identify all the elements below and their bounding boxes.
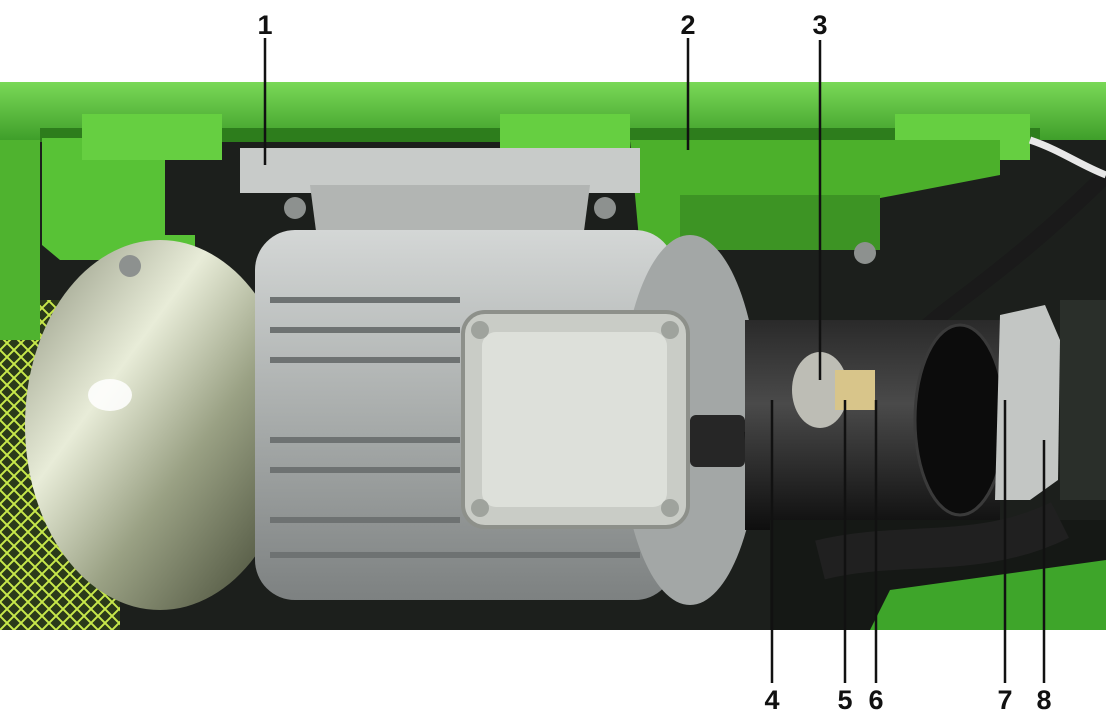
reflection (88, 379, 132, 411)
callout-1: 1 (257, 10, 273, 40)
callout-6: 6 (868, 685, 884, 715)
cable-gland (690, 415, 745, 467)
callout-4: 4 (764, 685, 780, 715)
white-wire (1028, 136, 1106, 179)
bolt (854, 242, 876, 264)
left-bracket (42, 138, 195, 260)
motor-end-cover (25, 240, 295, 610)
callout-7: 7 (997, 685, 1013, 715)
callout-8: 8 (1036, 685, 1052, 715)
leader-lines (263, 38, 1046, 683)
hose (815, 501, 1069, 580)
cooling-fins (270, 297, 640, 558)
bolt (119, 255, 141, 277)
pump-rear (1060, 300, 1106, 500)
bell-housing-ring (913, 323, 1007, 517)
callout-2: 2 (680, 10, 696, 40)
terminal-box-lid (482, 332, 667, 507)
callout-5: 5 (837, 685, 853, 715)
coupling-spider (835, 370, 875, 410)
green-floor (870, 560, 1106, 630)
bolt (594, 197, 616, 219)
bolt (284, 197, 306, 219)
bracket-lower (680, 195, 880, 250)
left-green-panel (0, 140, 40, 340)
callout-3: 3 (812, 10, 828, 40)
left-clip (82, 114, 222, 160)
coupling-insert (792, 352, 848, 428)
